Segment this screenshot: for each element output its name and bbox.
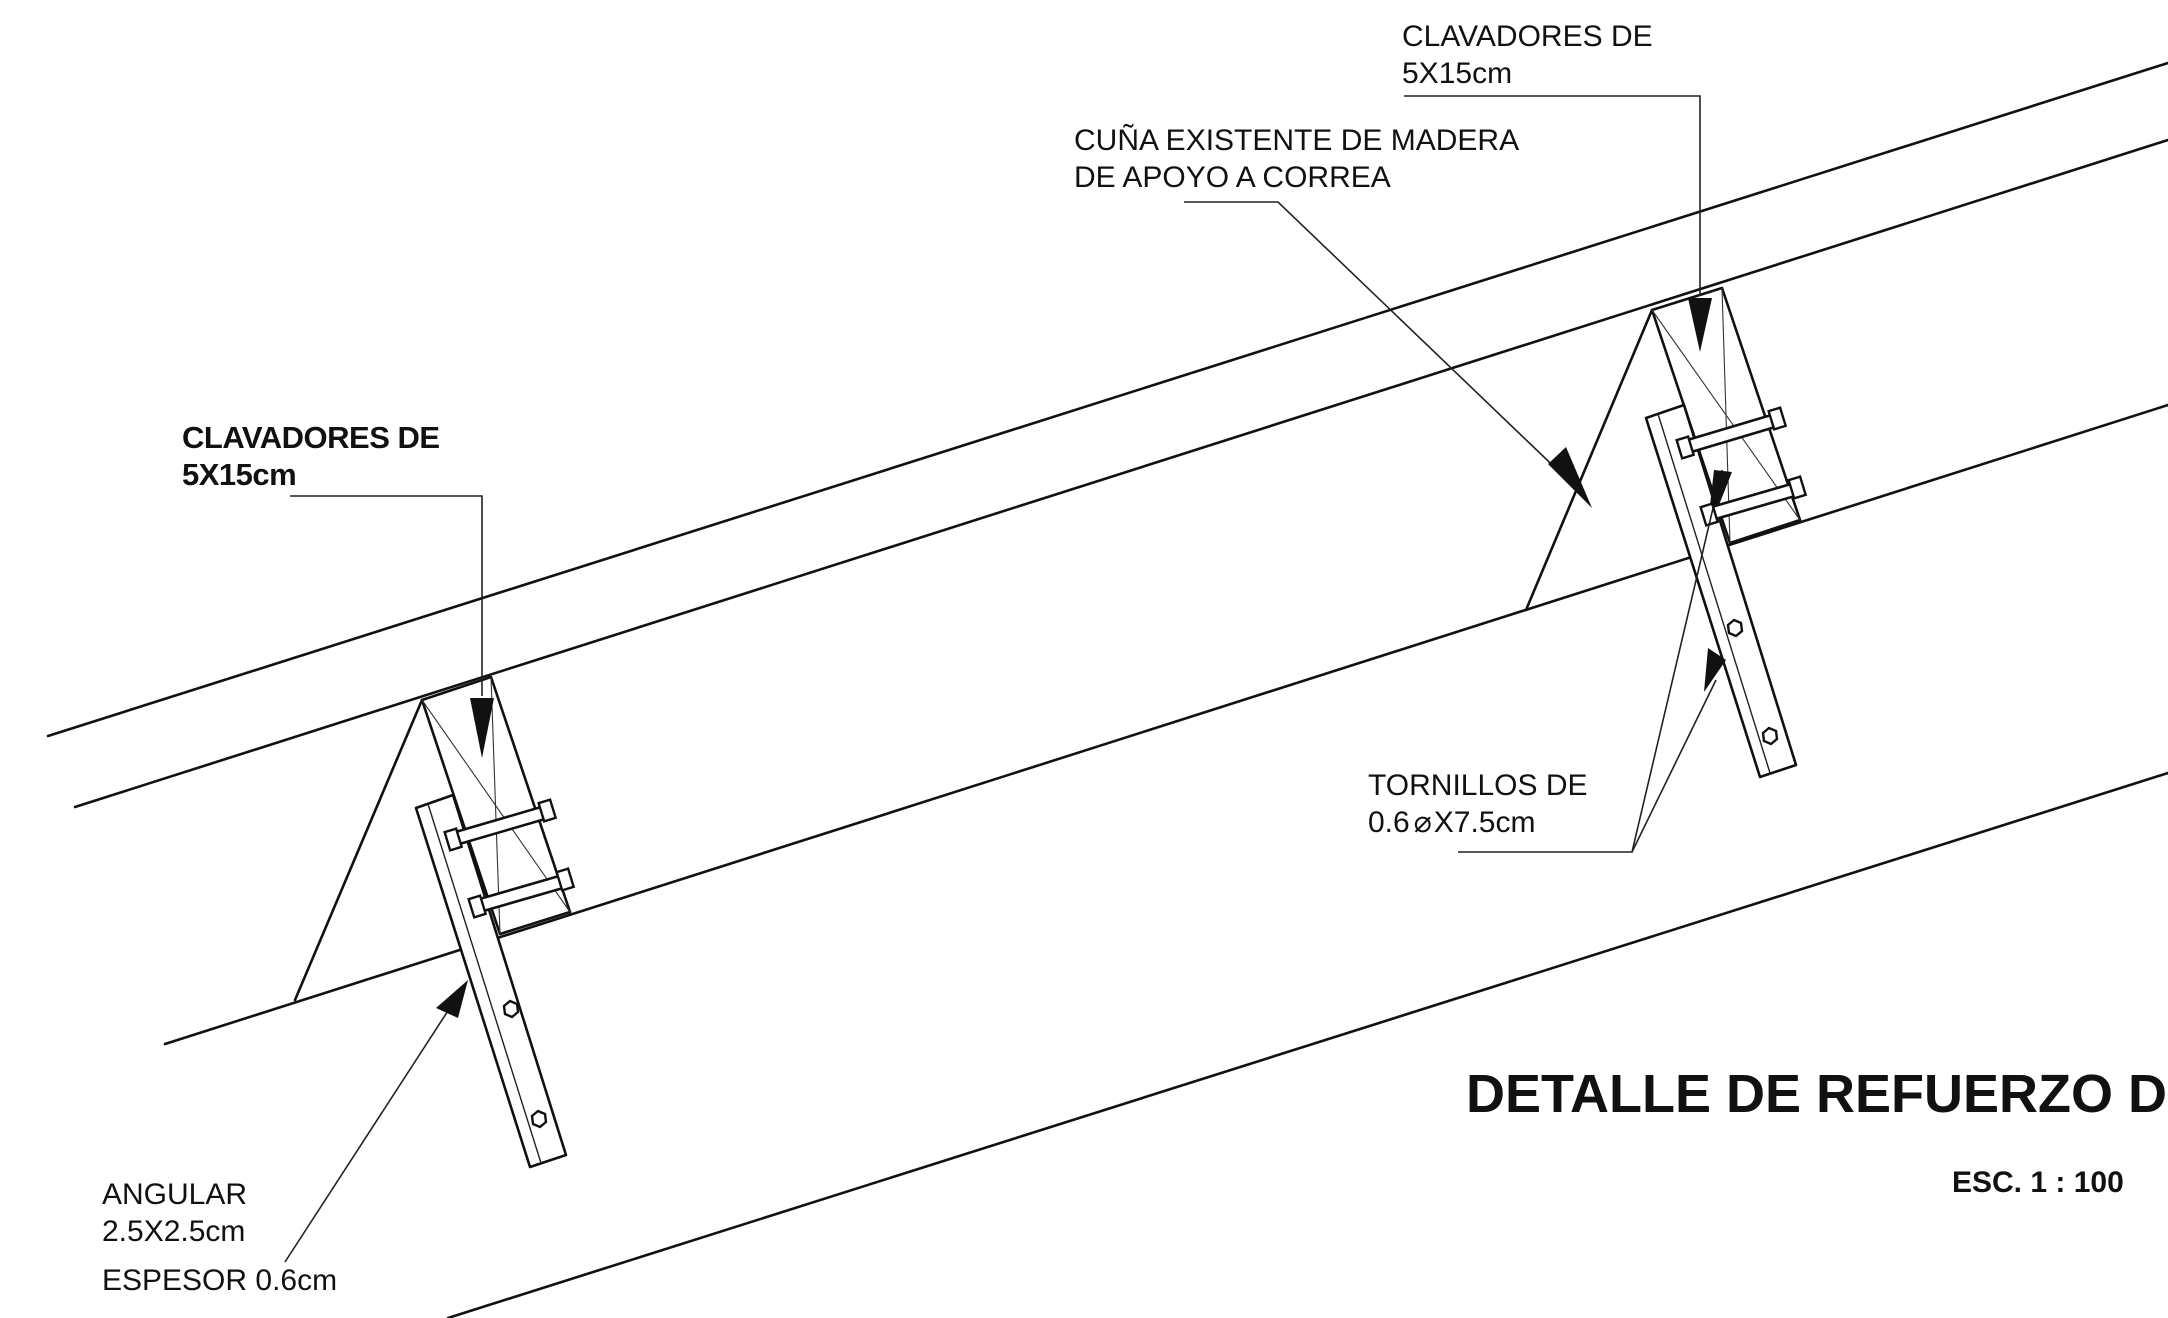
label-angular-line1: ANGULAR bbox=[102, 1178, 247, 1211]
rafter-bottom-edge bbox=[73, 138, 2168, 809]
right-bolt-hole-2 bbox=[1761, 726, 1779, 746]
label-clavadores-left-line1: CLAVADORES DE bbox=[182, 420, 440, 455]
right-bolt-upper bbox=[1675, 406, 1788, 460]
arrowhead-cuna bbox=[1548, 447, 1592, 508]
left-angular-plate bbox=[414, 793, 568, 1169]
left-bolt-lower bbox=[467, 867, 576, 919]
right-support-assembly bbox=[1524, 286, 1808, 779]
leader-cuna bbox=[1184, 201, 1571, 483]
left-bolt-hole-2 bbox=[530, 1109, 548, 1129]
leader-clavadores-left bbox=[290, 495, 483, 696]
arrowhead-clavadores-right bbox=[1688, 298, 1712, 352]
arrowhead-tornillos-lower bbox=[1704, 648, 1726, 692]
leader-clavadores-right bbox=[1404, 95, 1701, 296]
left-bolt-upper bbox=[443, 798, 558, 852]
label-cuna-line2: DE APOYO A CORREA bbox=[1074, 161, 1391, 194]
label-tornillos-line1: TORNILLOS DE bbox=[1368, 769, 1588, 802]
label-cuna-line1: CUÑA EXISTENTE DE MADERA bbox=[1074, 123, 1519, 157]
left-bolt-hole-1 bbox=[502, 999, 520, 1019]
label-tornillos-line2: 0.6⌀X7.5cm bbox=[1368, 806, 1536, 839]
label-clavadores-right-line2: 5X15cm bbox=[1402, 57, 1512, 90]
arrowhead-clavadores-left bbox=[470, 698, 494, 758]
arrowhead-tornillos-upper bbox=[1710, 470, 1732, 505]
arrowhead-angular bbox=[436, 980, 468, 1018]
rafter-top-edge bbox=[46, 61, 2168, 738]
label-clavadores-left-line2: 5X15cm bbox=[182, 457, 296, 492]
label-clavadores-right-line1: CLAVADORES DE bbox=[1402, 20, 1653, 53]
purlin-bottom-edge bbox=[446, 771, 2168, 1318]
left-support-assembly bbox=[293, 675, 576, 1169]
drawing-scale: ESC. 1 : 100 bbox=[1952, 1166, 2124, 1199]
label-angular-line2: 2.5X2.5cm bbox=[102, 1215, 245, 1248]
leader-angular bbox=[284, 999, 456, 1263]
label-angular-line3: ESPESOR 0.6cm bbox=[102, 1264, 337, 1297]
right-bolt-hole-1 bbox=[1726, 618, 1744, 638]
drawing-title: DETALLE DE REFUERZO DE bbox=[1466, 1064, 2168, 1124]
